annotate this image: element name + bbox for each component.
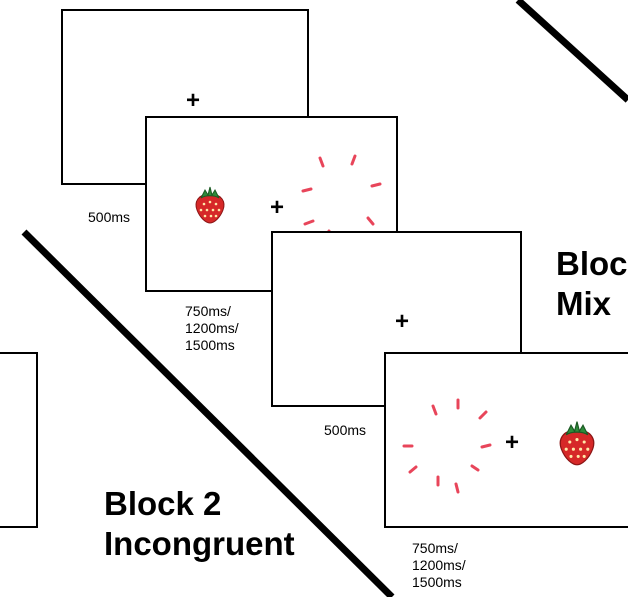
duration-line-2: 1200ms/ bbox=[185, 320, 239, 336]
duration-line-2: 1200ms/ bbox=[412, 557, 466, 573]
duration-line-3: 1500ms bbox=[412, 574, 462, 590]
fixation-cross: + bbox=[269, 194, 284, 221]
divider-line-top-right bbox=[515, 0, 628, 103]
block-3-line-1: Bloc bbox=[556, 245, 628, 282]
strawberry-icon bbox=[195, 186, 225, 224]
fixation-cross: + bbox=[394, 308, 409, 335]
block-2-line-1: Block 2 bbox=[104, 485, 222, 522]
divider-line-middle bbox=[21, 229, 395, 597]
radial-line-ring-icon bbox=[402, 398, 492, 494]
duration-line-1: 750ms/ bbox=[185, 303, 231, 319]
strawberry-icon bbox=[559, 421, 595, 466]
duration-label-stimulus-1: 750ms/ 1200ms/ 1500ms bbox=[185, 303, 239, 354]
duration-label-fixation-2: 500ms bbox=[324, 422, 367, 438]
fixation-cross: + bbox=[504, 429, 519, 456]
fixation-cross: + bbox=[185, 87, 200, 114]
duration-line-3: 1500ms bbox=[185, 337, 235, 353]
block-3-line-2: Mix bbox=[556, 285, 612, 322]
duration-line-1: 750ms/ bbox=[412, 540, 458, 556]
block-2-title: Block 2 Incongruent bbox=[104, 484, 295, 564]
duration-label-stimulus-2: 750ms/ 1200ms/ 1500ms bbox=[412, 540, 466, 591]
radial-line-ring-icon bbox=[301, 154, 382, 240]
partial-frame-left bbox=[0, 352, 38, 528]
duration-label-fixation-1: 500ms bbox=[88, 209, 131, 225]
block-3-title-partial: Bloc Mix bbox=[556, 244, 628, 324]
stimulus-frame-2: + bbox=[384, 352, 628, 528]
block-2-line-2: Incongruent bbox=[104, 525, 295, 562]
